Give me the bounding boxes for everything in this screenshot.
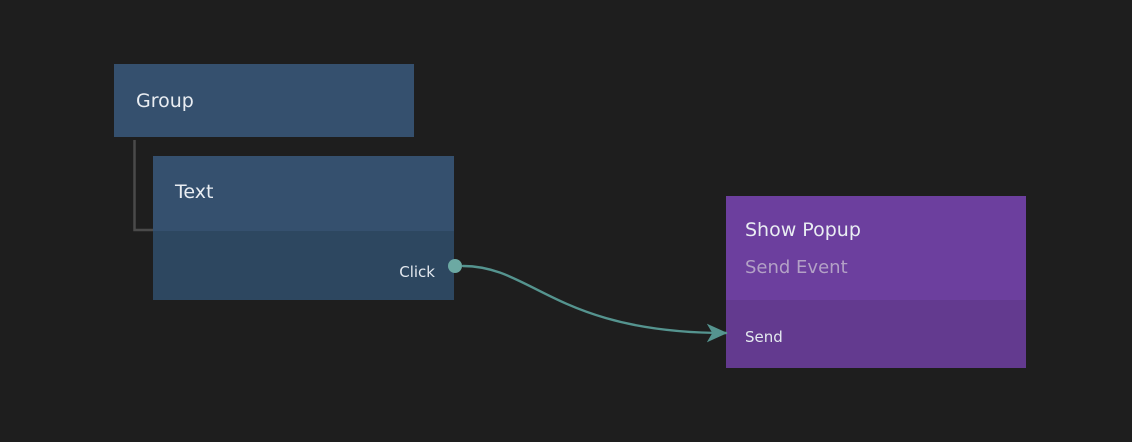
node-show-popup-title: Show Popup [745, 219, 861, 241]
output-port-click[interactable] [448, 259, 462, 273]
node-show-popup-body[interactable]: Send [726, 300, 1026, 368]
node-show-popup[interactable]: Show Popup Send Event Send [726, 196, 1026, 368]
node-text-body[interactable]: Click [153, 231, 454, 300]
node-text-header[interactable]: Text [153, 156, 454, 231]
port-label-send[interactable]: Send [745, 328, 783, 346]
node-text[interactable]: Text Click [153, 156, 454, 300]
node-show-popup-header[interactable]: Show Popup Send Event [726, 196, 1026, 300]
node-group[interactable]: Group [114, 64, 414, 137]
edge-click-to-send[interactable] [461, 264, 728, 343]
node-group-header[interactable]: Group [114, 64, 414, 137]
node-group-title: Group [136, 90, 194, 112]
node-show-popup-subtitle: Send Event [745, 257, 848, 278]
node-text-title: Text [175, 181, 214, 203]
port-label-click[interactable]: Click [399, 263, 435, 281]
